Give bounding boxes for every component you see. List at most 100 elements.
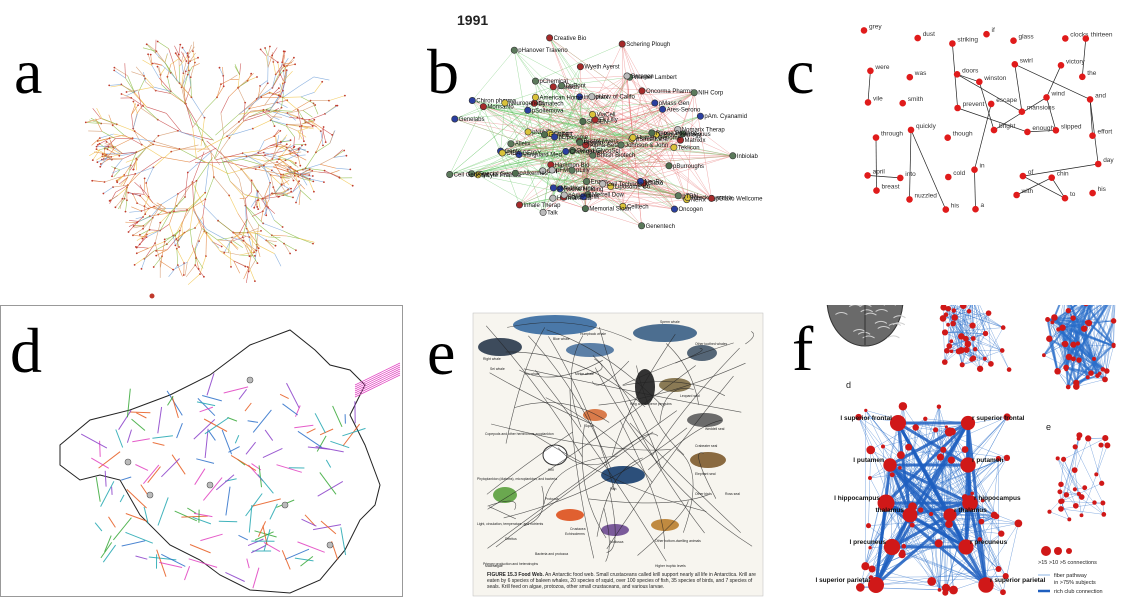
tree-edge — [89, 149, 101, 156]
tree-edge — [287, 112, 303, 119]
tree-edge — [233, 260, 241, 274]
fiber-edge — [931, 575, 1006, 582]
tree-edge — [192, 182, 204, 206]
tree-edge — [328, 95, 345, 101]
region-node — [993, 513, 1000, 520]
network-c-node — [1065, 353, 1073, 361]
food-web-label: Fish — [610, 487, 617, 491]
tree-edge — [233, 232, 247, 244]
tree-edge — [258, 200, 261, 209]
road-segment — [320, 520, 337, 535]
fiber-edge — [982, 457, 1008, 501]
alliance-edge — [502, 152, 589, 195]
tree-edge — [275, 64, 284, 75]
word-node — [872, 134, 880, 141]
word-edge — [1014, 63, 1091, 100]
tree-edge — [294, 173, 301, 191]
company-label: CIBA-GEIGY — [506, 151, 541, 157]
tree-edge — [271, 235, 285, 244]
tree-edge — [279, 62, 283, 75]
tree-edge — [101, 123, 117, 125]
tree-node — [280, 140, 282, 143]
tree-edge — [118, 177, 128, 185]
tree-edge — [246, 226, 253, 238]
tree-edge — [300, 169, 310, 175]
alliance-edge — [544, 134, 674, 148]
tree-edge — [138, 216, 152, 222]
word-node — [906, 196, 913, 203]
tree-edge — [178, 55, 188, 67]
network-e-node — [1058, 481, 1064, 488]
tree-edge — [179, 209, 188, 231]
alliance-edge — [643, 155, 733, 184]
word-label: april — [873, 168, 886, 175]
network-b-node — [966, 309, 972, 314]
tree-edge — [264, 159, 279, 162]
tree-edge — [189, 147, 217, 163]
tree-edge — [108, 146, 121, 155]
word-edge — [978, 81, 995, 131]
feeding-arrow — [652, 347, 740, 456]
road-segment — [126, 388, 131, 418]
road-segment — [315, 446, 344, 453]
company-label: British Biotech — [597, 153, 635, 159]
ferry-line — [354, 370, 401, 394]
word-node — [945, 173, 952, 181]
network-c-edge — [1073, 305, 1107, 345]
region-node — [865, 523, 872, 529]
tree-edge — [297, 155, 307, 161]
tree-edge — [181, 51, 187, 62]
company-node — [729, 152, 737, 160]
tree-edge — [111, 166, 121, 171]
tree-edge — [157, 119, 179, 132]
tree-node — [155, 250, 158, 252]
region-node — [868, 476, 872, 480]
network-b-edge — [948, 308, 963, 365]
tree-edge — [141, 108, 158, 120]
tree-edge — [189, 52, 196, 62]
company-label: pSmithKline — [636, 137, 669, 143]
company-node — [510, 46, 518, 54]
tree-edge — [283, 191, 292, 196]
tree-node — [282, 69, 285, 72]
food-web-label: Echinoderms — [565, 532, 585, 536]
alliance-edge — [542, 144, 622, 213]
tree-edge — [161, 193, 178, 205]
company-label: pAvalon — [557, 85, 579, 91]
tree-node — [295, 201, 297, 204]
road-segment — [136, 412, 147, 419]
town-node — [146, 491, 154, 499]
fiber-edge — [868, 516, 997, 526]
region-node — [944, 427, 954, 437]
alliance-edge — [510, 143, 679, 197]
tree-edge — [139, 195, 151, 207]
company-node — [516, 201, 524, 209]
network-b-node — [949, 339, 954, 344]
tree-node — [331, 134, 334, 136]
network-b-edge — [973, 338, 1003, 351]
company-node — [589, 111, 597, 119]
tree-edge — [269, 91, 279, 96]
network-c-edge — [1099, 305, 1114, 345]
fiber-edge — [889, 427, 916, 466]
food-web-label: Krill — [548, 468, 554, 472]
tree-edge — [297, 109, 302, 127]
tree-edge — [288, 153, 298, 159]
tree-edge — [268, 182, 271, 200]
network-b-node — [960, 305, 967, 309]
tree-edge — [232, 232, 246, 238]
tree-node — [311, 175, 314, 177]
network-b-node — [970, 355, 977, 362]
tree-edge — [167, 76, 171, 92]
alliance-edge — [515, 97, 536, 174]
feeding-arrow — [596, 457, 643, 537]
road-segment — [301, 518, 317, 527]
road-segment — [152, 435, 173, 439]
tree-node — [186, 171, 189, 174]
road-segment — [204, 417, 230, 435]
town-node — [246, 376, 254, 384]
fiber-edge — [875, 581, 932, 586]
road-segment — [208, 430, 216, 441]
tree-edge — [339, 177, 353, 186]
feeding-arrow — [629, 422, 741, 533]
